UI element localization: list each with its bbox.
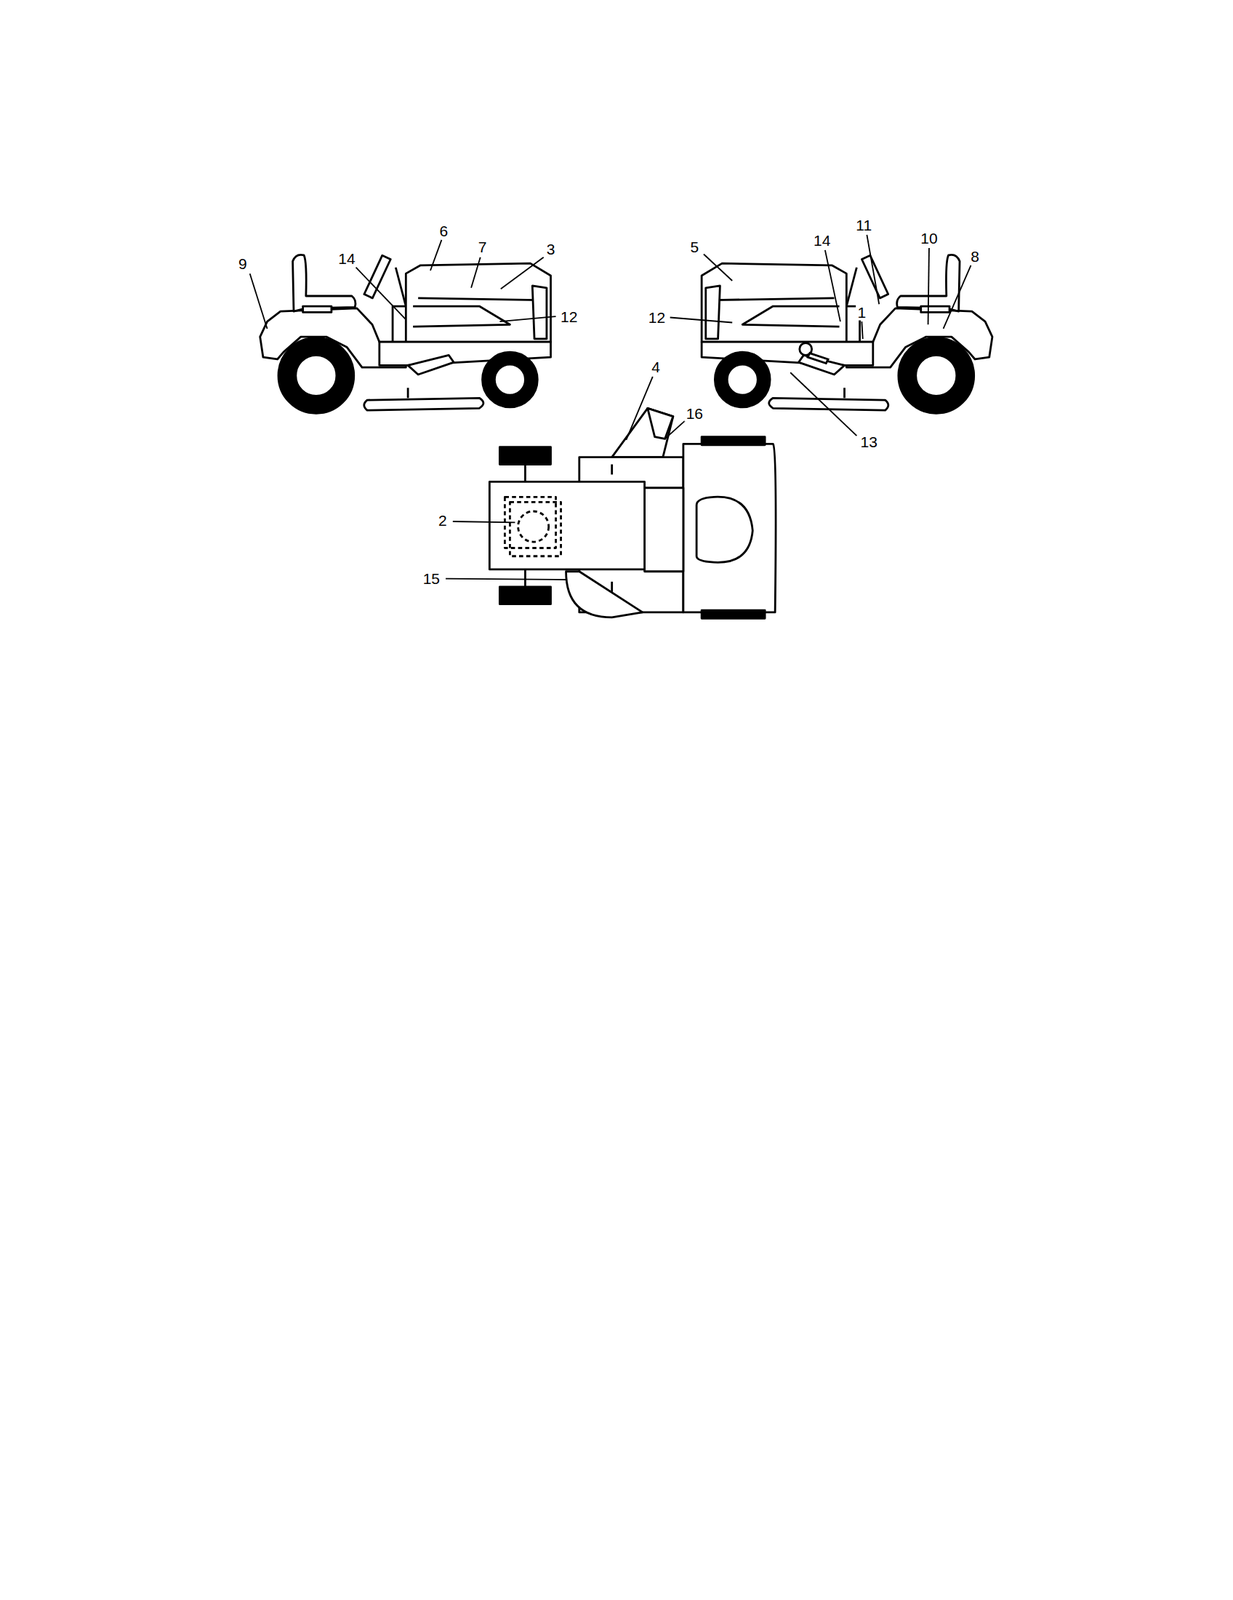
callout-number: 11: [854, 215, 874, 233]
callout-number: 9: [237, 254, 249, 272]
callout-number: 2: [436, 511, 449, 529]
callout-number: 3: [545, 240, 557, 258]
callout-number: 5: [688, 238, 701, 256]
callout-number: 14: [812, 231, 832, 248]
callout-number: 16: [684, 404, 705, 422]
callout-number: 7: [476, 238, 489, 256]
callout-number: 13: [859, 433, 879, 451]
callout-number: 15: [421, 569, 442, 587]
callout-number: 6: [437, 222, 450, 240]
callout-number: 4: [649, 357, 662, 375]
callout-number: 14: [336, 249, 357, 267]
callout-number: 12: [559, 307, 579, 325]
callout-number: 8: [969, 247, 981, 265]
callout-number: 10: [918, 229, 939, 246]
callout-number: 1: [856, 303, 869, 321]
callout-number: 12: [647, 308, 667, 326]
